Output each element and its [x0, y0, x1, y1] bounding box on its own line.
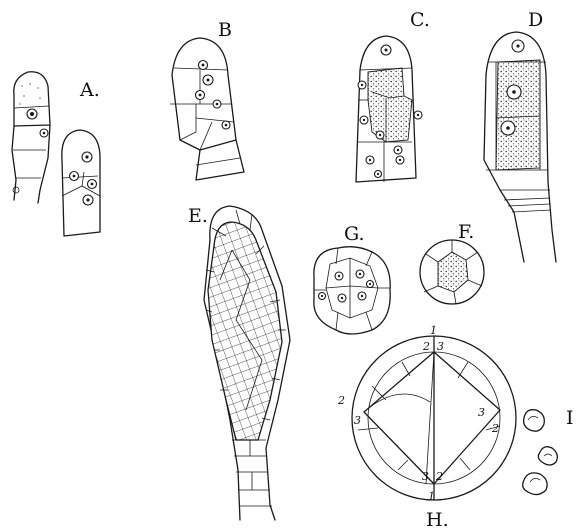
h-number-right-3: 3 [478, 406, 485, 419]
figure-h [352, 336, 516, 500]
figure-g [314, 247, 390, 334]
label-f: F. [458, 221, 474, 243]
figure-c [356, 36, 422, 182]
label-i: I [566, 407, 574, 429]
h-number-left-2: 2 [337, 394, 345, 407]
label-g: G. [344, 223, 365, 245]
h-number-bottom-3: 3 [422, 470, 429, 483]
label-b: B [218, 19, 232, 41]
h-number-bottom-1: 1 [428, 490, 435, 503]
figure-f [420, 240, 484, 304]
h-number-right-2: 2 [491, 422, 499, 435]
h-number-left-3: 3 [354, 414, 361, 427]
label-h: H. [426, 509, 449, 531]
figure-b [170, 38, 244, 180]
label-c: C. [410, 9, 430, 31]
label-d: D [528, 9, 543, 31]
h-number-top-1: 1 [430, 324, 437, 337]
h-number-top-2: 2 [422, 340, 430, 353]
h-number-top-3: 3 [437, 340, 444, 353]
label-a: A. [79, 79, 100, 101]
label-e: E. [188, 205, 208, 227]
figure-e [204, 206, 290, 520]
figure-d [484, 32, 556, 262]
figure-i [523, 410, 558, 495]
h-number-bottom-2: 2 [435, 470, 443, 483]
